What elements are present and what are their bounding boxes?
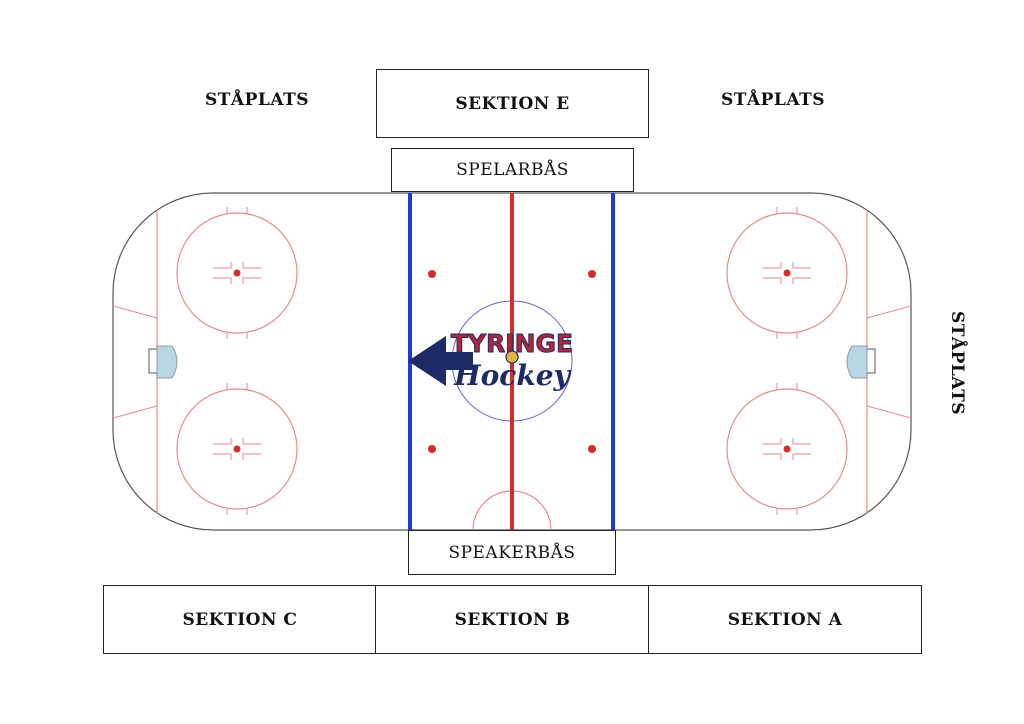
trapezoid-right-top [866,305,912,319]
section-c-label: SEKTION C [182,609,298,630]
standing-top-left-label[interactable]: STÅPLATS [205,90,310,110]
goal-crease-left [156,345,178,379]
faceoff-circle-top-left [176,207,298,339]
players-bench-box: SPELARBÅS [391,148,634,192]
section-a-label: SEKTION A [727,609,843,630]
faceoff-circle-bottom-left [176,383,298,515]
trapezoid-left-top [112,305,158,319]
neutral-dot [588,445,596,453]
section-b-box[interactable]: SEKTION B [375,585,650,654]
speaker-booth-label: SPEAKERBÅS [448,542,576,563]
neutral-dot [588,270,596,278]
arrow-left-icon [408,336,473,386]
goal-crease-right [846,345,868,379]
section-c-box[interactable]: SEKTION C [103,585,377,654]
neutral-dot [428,270,436,278]
speaker-booth-box: SPEAKERBÅS [408,530,616,575]
section-b-label: SEKTION B [454,609,571,630]
section-e-box[interactable]: SEKTION E [376,69,649,138]
section-a-box[interactable]: SEKTION A [648,585,922,654]
faceoff-circle-bottom-right [726,383,848,515]
section-e-label: SEKTION E [455,93,570,114]
faceoff-circle-top-right [726,207,848,339]
neutral-dot [428,445,436,453]
trapezoid-left-bottom [112,405,158,419]
trapezoid-right-bottom [866,405,912,419]
standing-right-side-label[interactable]: STÅPLATS [947,310,967,416]
players-bench-label: SPELARBÅS [456,160,569,180]
standing-top-right-label[interactable]: STÅPLATS [721,90,826,110]
